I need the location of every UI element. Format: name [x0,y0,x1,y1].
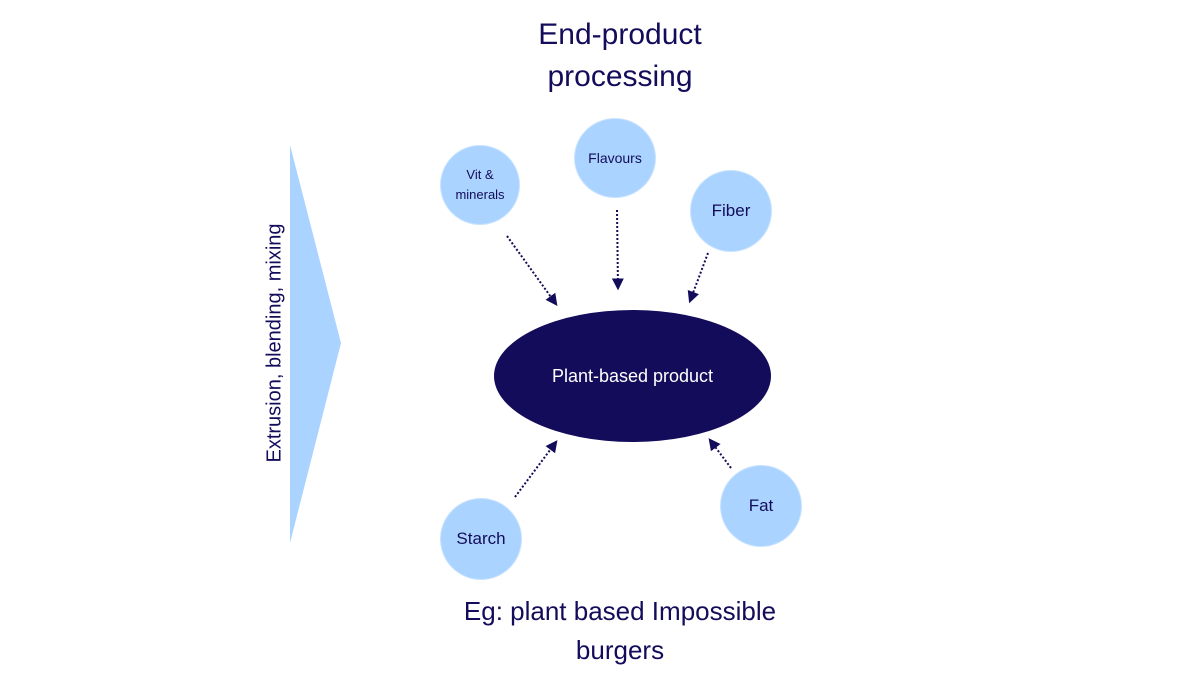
node-vit-minerals: Vit & minerals [440,145,520,225]
node-vit-minerals-label: Vit & minerals [455,167,505,202]
node-flavours-label: Flavours [588,150,642,166]
diagram-title: End-product processing [538,18,702,93]
node-flavours: Flavours [574,118,656,198]
process-arrow-label: Extrusion, blending, mixing [263,223,286,463]
arrow-fat-to-product [708,438,732,469]
node-starch-label: Starch [456,529,506,548]
node-plant-based-product-label: Plant-based product [551,365,714,386]
node-fiber-label: Fiber [711,201,751,220]
node-fat-label: Fat [748,496,774,515]
node-starch: Starch [440,498,522,580]
node-plant-based-product: Plant-based product [494,310,771,442]
process-chevron-arrow [290,145,341,543]
node-fiber: Fiber [690,170,772,252]
arrow-flavours-to-product [611,209,624,291]
arrow-vit-to-product [506,235,558,306]
arrow-fiber-to-product [687,252,709,304]
arrow-starch-to-product [514,440,558,498]
example-caption: Eg: plant based Impossible burgers [463,596,777,665]
node-fat: Fat [720,465,802,547]
